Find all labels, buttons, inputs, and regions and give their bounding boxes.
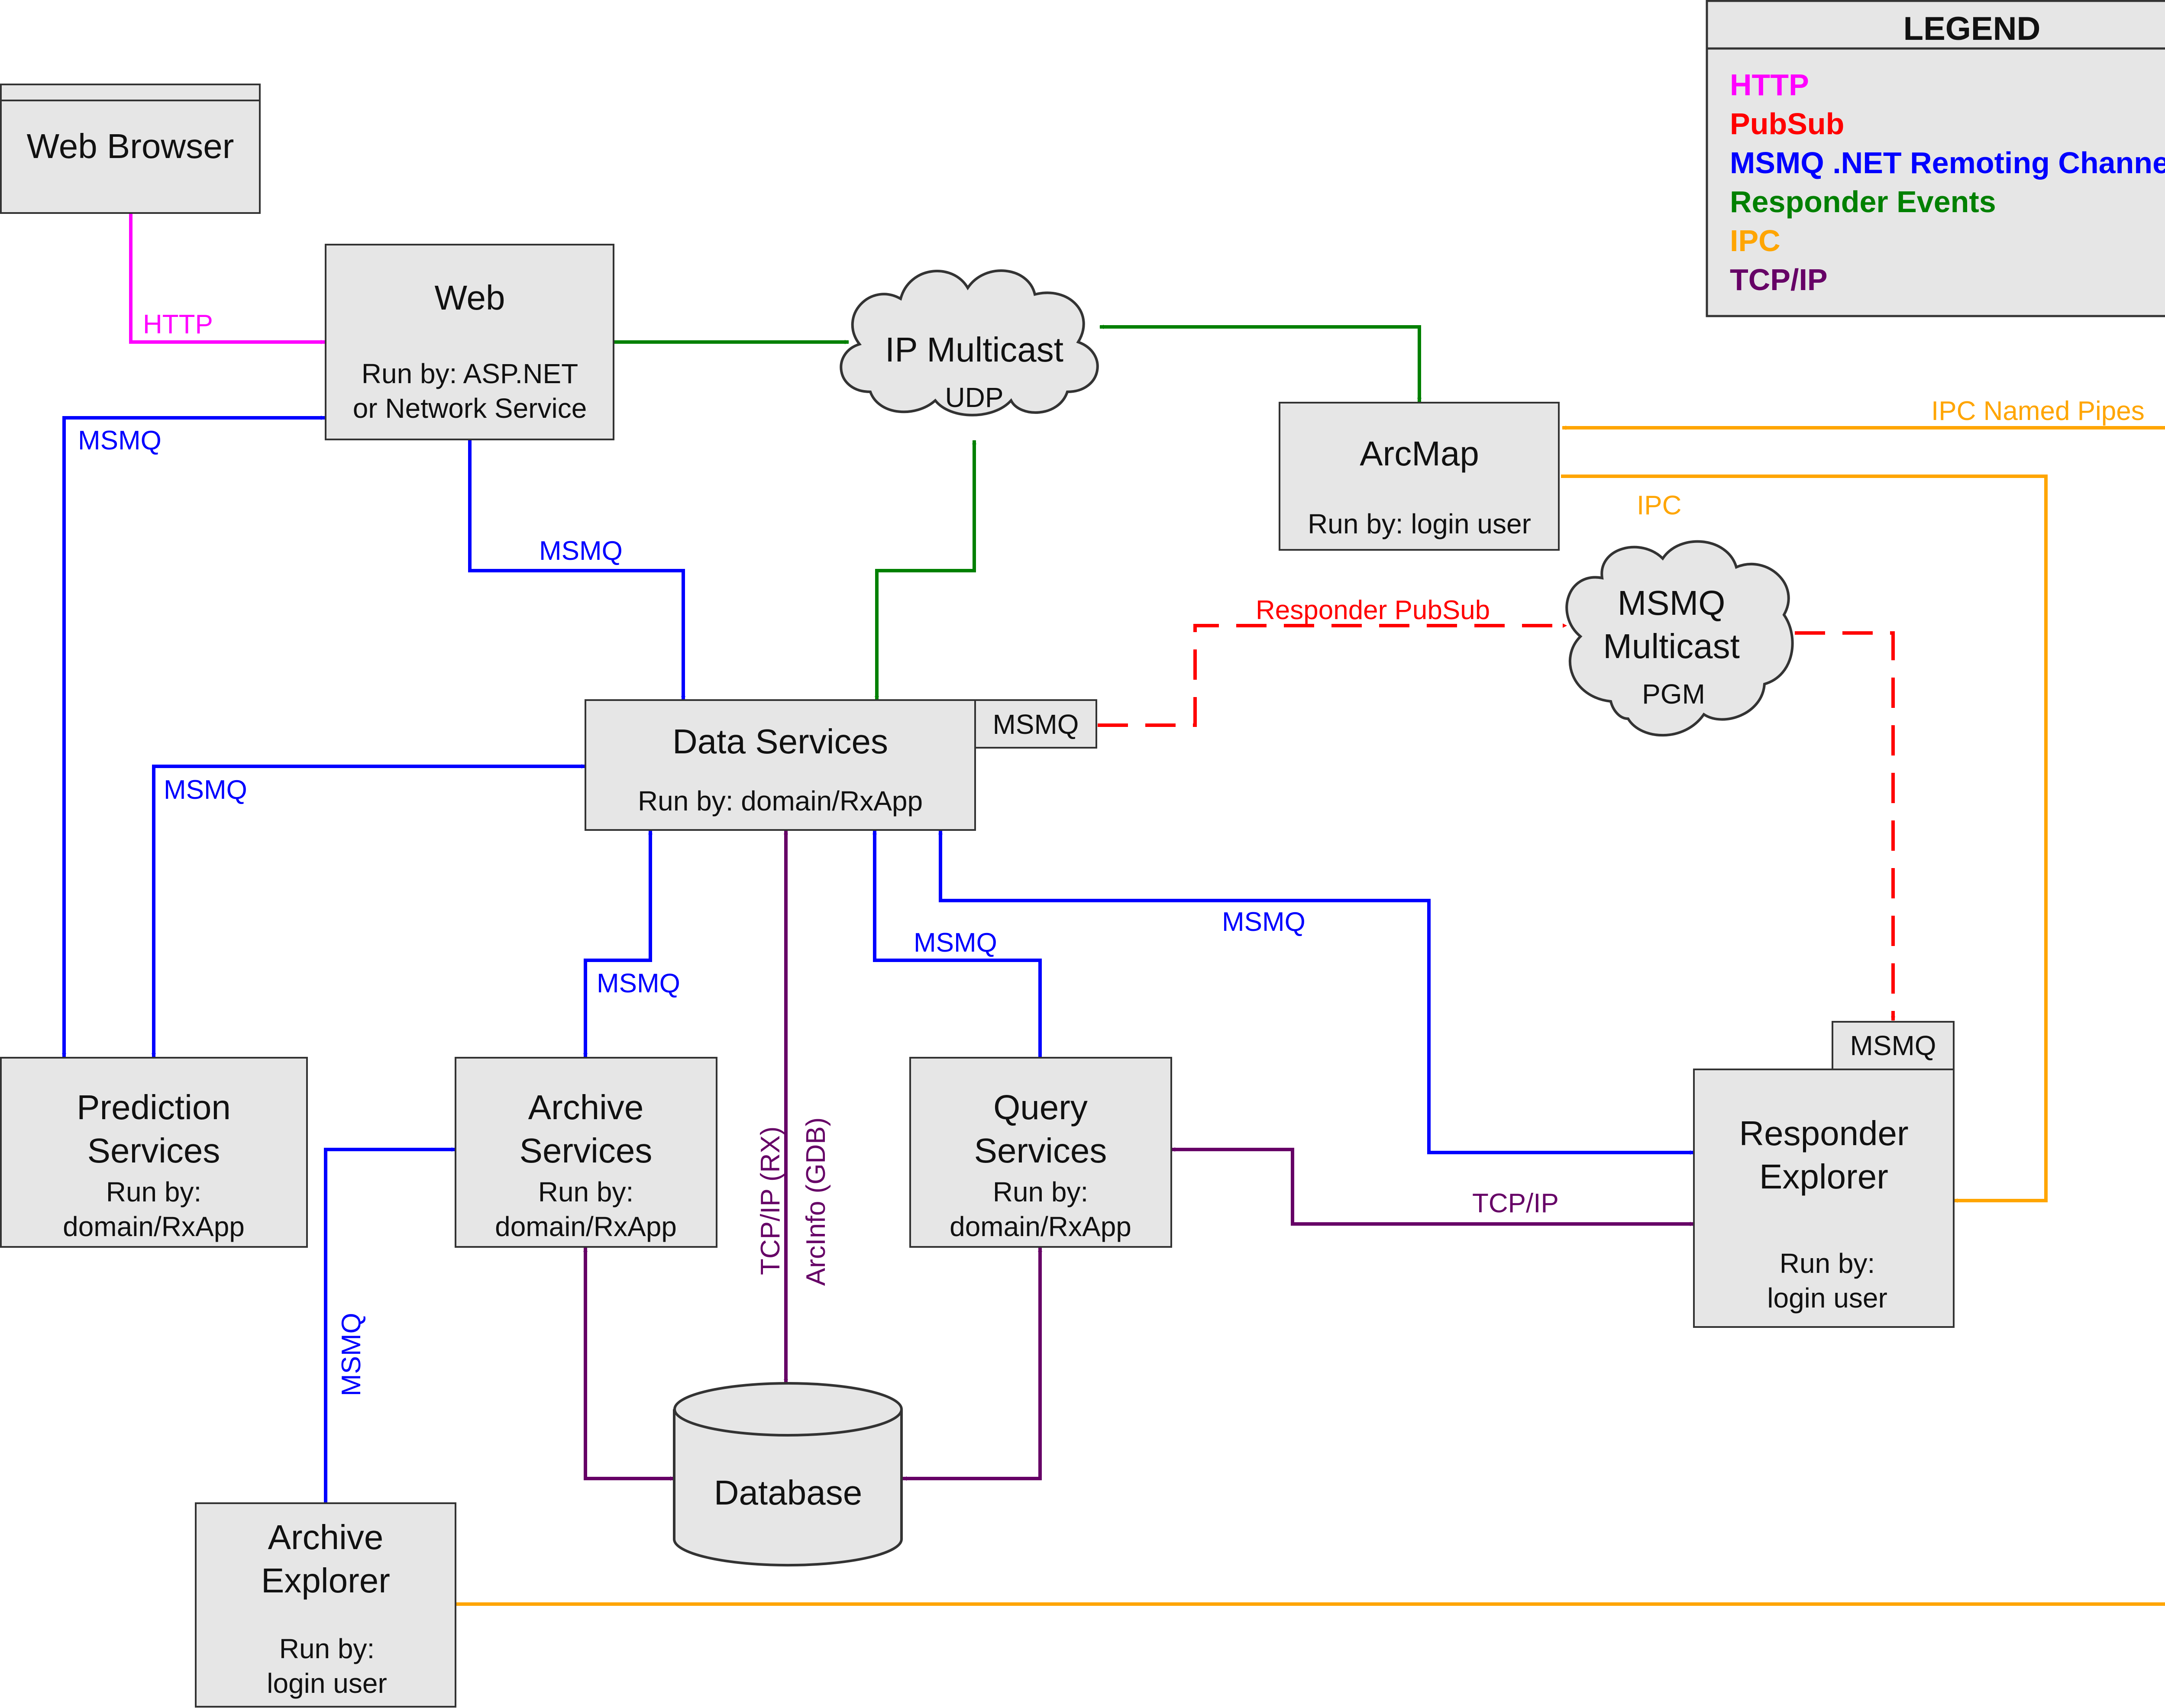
msmq-multicast-title1: MSMQ [1618, 584, 1726, 622]
query-services-title2: Services [974, 1131, 1107, 1170]
prediction-title1: Prediction [77, 1088, 231, 1127]
data-services-msmq-tag-box [974, 699, 1097, 749]
arcmap-title: ArcMap [1360, 434, 1479, 473]
edge-label-responder-pubsub: Responder PubSub [1256, 595, 1490, 625]
arcmap-sub: Run by: login user [1308, 508, 1531, 539]
database-title: Database [714, 1473, 862, 1512]
edge-msmq-data-archive [583, 830, 653, 1058]
legend: LEGEND HTTP PubSub MSMQ .NET Remoting Ch… [1706, 0, 2165, 317]
node-archive-explorer: Archive Explorer Run by: login user [195, 1502, 456, 1708]
edge-label-msmq-archive-explorer: MSMQ [336, 1313, 366, 1396]
legend-item-responder-events: Responder Events [1730, 185, 1996, 219]
legend-item-http: HTTP [1730, 68, 1809, 102]
archive-explorer-title2: Explorer [261, 1561, 390, 1600]
prediction-sub1: Run by: [106, 1176, 202, 1208]
edge-pubsub-data-msmqmulticast [1098, 623, 1567, 727]
edge-msmq-explorer-archive [324, 1147, 456, 1502]
prediction-title2: Services [87, 1131, 220, 1170]
edge-label-msmq-query-data: MSMQ [914, 928, 997, 958]
archive-explorer-sub1: Run by: [279, 1633, 375, 1664]
query-services-title1: Query [993, 1088, 1088, 1127]
edge-label-ipc: IPC [1637, 491, 1681, 520]
ip-multicast-cloud-shape [840, 269, 1099, 417]
responder-tag: MSMQ [1850, 1030, 1936, 1061]
node-ip-multicast: IP Multicast UDP [840, 269, 1099, 417]
node-msmq-multicast: MSMQ Multicast PGM [1565, 540, 1794, 737]
edge-label-arcinfo-gdb: ArcInfo (GDB) [801, 1117, 831, 1286]
edge-tcpip-archive-database [583, 1247, 675, 1481]
edge-msmq-data-prediction [152, 764, 586, 1058]
msmq-multicast-sub: PGM [1642, 678, 1705, 710]
node-data-services: MSMQ Data Services Run by: domain/RxApp [585, 699, 1097, 831]
edge-label-tcpip-query-responder: TCP/IP [1472, 1188, 1559, 1218]
archive-services-sub2: domain/RxApp [495, 1211, 677, 1242]
legend-item-pubsub: PubSub [1730, 107, 1844, 141]
edge-label-msmq-web-prediction: MSMQ [78, 426, 162, 455]
edge-label-http: HTTP [143, 310, 213, 339]
ip-multicast-sub: UDP [945, 382, 1003, 413]
archive-services-title2: Services [520, 1131, 653, 1170]
query-services-sub2: domain/RxApp [950, 1211, 1131, 1242]
node-database: Database [673, 1382, 903, 1567]
edge-label-msmq-data-responder: MSMQ [1222, 907, 1305, 937]
web-title: Web [434, 278, 505, 317]
edge-msmq-web-data [468, 439, 685, 701]
web-sub1: Run by: ASP.NET [362, 358, 578, 389]
edge-responder-multicast-arcmap [1099, 325, 1422, 402]
legend-item-ipc: IPC [1730, 224, 1780, 258]
edge-tcpip-query-responder [1171, 1147, 1694, 1226]
legend-box [1706, 0, 2165, 317]
edge-label-msmq-web-data: MSMQ [539, 536, 623, 566]
node-arcmap: ArcMap Run by: login user [1279, 402, 1560, 551]
responder-msmq-tag-box [1832, 1021, 1955, 1070]
responder-title1: Responder [1739, 1114, 1908, 1153]
edge-msmq-web-prediction [62, 416, 325, 1058]
edge-ipc-arcmap-responder [1561, 475, 2048, 1203]
node-responder-explorer: MSMQ Responder Explorer Run by: login us… [1693, 1021, 1955, 1328]
archive-services-title1: Archive [528, 1088, 644, 1127]
ip-multicast-title: IP Multicast [885, 330, 1063, 369]
responder-title2: Explorer [1759, 1157, 1888, 1196]
edge-label-msmq-data-prediction: MSMQ [164, 775, 247, 805]
database-cylinder-top [673, 1382, 903, 1437]
archive-services-sub1: Run by: [538, 1176, 634, 1208]
archive-explorer-title1: Archive [268, 1518, 384, 1556]
node-web-browser: Web Browser [0, 84, 261, 214]
node-web: Web Run by: ASP.NET or Network Service [325, 244, 614, 440]
node-query-services: Query Services Run by: domain/RxApp [909, 1057, 1172, 1248]
connectors [62, 213, 2165, 1606]
edge-label-tcpip-rx: TCP/IP (RX) [756, 1127, 785, 1275]
msmq-multicast-cloud-shape [1565, 540, 1794, 737]
data-services-title: Data Services [672, 722, 888, 761]
node-archive-services: Archive Services Run by: domain/RxApp [455, 1057, 717, 1248]
legend-item-msmq: MSMQ .NET Remoting Channel [1730, 146, 2165, 180]
msmq-multicast-title2: Multicast [1603, 627, 1740, 665]
node-prediction-services: Prediction Services Run by: domain/RxApp [0, 1057, 308, 1248]
responder-sub2: login user [1767, 1282, 1887, 1314]
edge-responder-multicast-data [875, 440, 976, 701]
edge-tcpip-query-database [902, 1247, 1042, 1481]
query-services-sub1: Run by: [993, 1176, 1089, 1208]
edge-label-msmq-data-archive: MSMQ [597, 969, 680, 998]
edge-pubsub-msmqmulticast-responder [1795, 631, 1895, 1021]
data-services-tag: MSMQ [992, 709, 1079, 740]
edge-http-browser-web [129, 213, 325, 344]
data-services-sub: Run by: domain/RxApp [638, 785, 923, 817]
database-cylinder-body [673, 1409, 903, 1567]
legend-title: LEGEND [1903, 10, 2041, 47]
responder-sub1: Run by: [1780, 1248, 1875, 1279]
web-browser-title: Web Browser [27, 127, 234, 165]
archive-explorer-sub2: login user [267, 1668, 387, 1699]
prediction-sub2: domain/RxApp [63, 1211, 245, 1242]
edge-label-ipc-named-pipes: IPC Named Pipes [1931, 396, 2145, 426]
web-sub2: or Network Service [353, 393, 587, 424]
edge-ipc-named-pipes [456, 426, 2165, 1606]
legend-item-tcpip: TCP/IP [1730, 263, 1828, 297]
